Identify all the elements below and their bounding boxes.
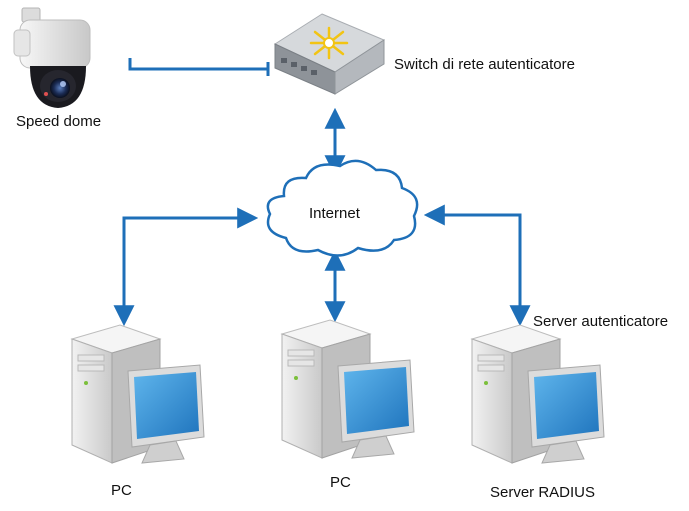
monitor [527, 364, 605, 464]
cloud-icon [266, 159, 419, 257]
middle-pc-label: PC [330, 474, 351, 491]
left-pc-icon [70, 324, 205, 464]
internet-left-pc-link [113, 207, 259, 327]
switch-label: Switch di rete autenticatore [394, 56, 575, 73]
connectors [113, 58, 531, 327]
monitor [337, 359, 415, 459]
server-label: Server RADIUS [490, 484, 596, 501]
server-caption-label: Server autenticatore [533, 313, 669, 330]
server-pc-icon [470, 324, 605, 464]
camera-switch-link [128, 58, 268, 71]
internet-server-link [423, 204, 531, 327]
left-pc-label: PC [111, 482, 132, 499]
middle-pc-icon [280, 319, 415, 459]
camera-label: Speed dome [16, 113, 102, 130]
speed-dome-camera-icon [13, 7, 91, 108]
network-switch-icon [273, 13, 386, 95]
monitor [127, 364, 205, 464]
internet-label: Internet [309, 205, 360, 222]
